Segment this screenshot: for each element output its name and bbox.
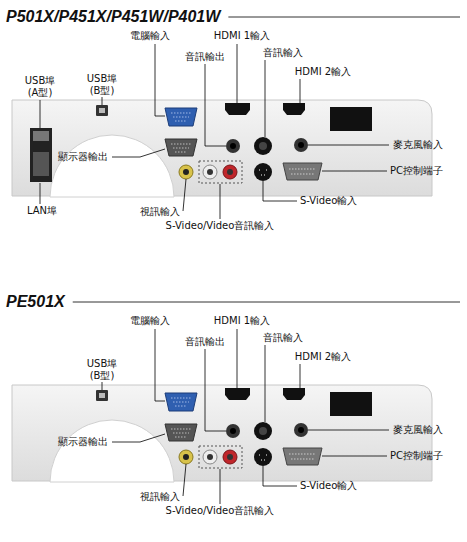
port-label: 顯示器輸出	[58, 436, 108, 448]
heading-rule	[228, 17, 460, 18]
port-label: PC控制端子	[390, 165, 443, 177]
port-label: HDMI 2輸入	[295, 351, 351, 363]
port-label: 電腦輸入	[130, 30, 170, 42]
port-label: S-Video輸入	[300, 195, 357, 207]
usb-a-port	[33, 131, 49, 141]
model-heading: P501X/P451X/P451W/P401W	[6, 8, 220, 26]
port-label: USB埠 (B型)	[82, 73, 122, 96]
rear-panel-view	[12, 329, 432, 504]
leader-lines	[40, 100, 41, 204]
port-label: USB埠 (B型)	[82, 358, 122, 381]
heading-rule	[73, 302, 460, 303]
port-label: HDMI 1輸入	[214, 30, 270, 42]
port-label: USB埠 (A型)	[20, 75, 60, 98]
port-label: S-Video/Video音訊輸入	[166, 220, 275, 232]
port-label: 視訊輸入	[140, 206, 180, 218]
port-label: 視訊輸入	[140, 491, 180, 503]
port-label: PC控制端子	[390, 450, 443, 462]
port-label: HDMI 1輸入	[214, 315, 270, 327]
port-label: 麥克風輸入	[393, 139, 443, 151]
rear-panel-view	[12, 44, 432, 219]
port-label: 音訊輸入	[263, 332, 303, 344]
port-label: S-Video輸入	[300, 480, 357, 492]
usb-lan-block	[30, 128, 52, 182]
port-label: 麥克風輸入	[393, 424, 443, 436]
port-label: 顯示器輸出	[58, 151, 108, 163]
model-heading: PE501X	[6, 293, 65, 311]
port-label: HDMI 2輸入	[295, 66, 351, 78]
port-label: 音訊輸出	[185, 336, 225, 348]
port-label: 音訊輸入	[263, 47, 303, 59]
port-label: LAN埠	[27, 205, 57, 217]
port-label: S-Video/Video音訊輸入	[166, 505, 275, 517]
port-label: 電腦輸入	[130, 315, 170, 327]
port-label: 音訊輸出	[185, 51, 225, 63]
lan-port	[33, 152, 49, 176]
